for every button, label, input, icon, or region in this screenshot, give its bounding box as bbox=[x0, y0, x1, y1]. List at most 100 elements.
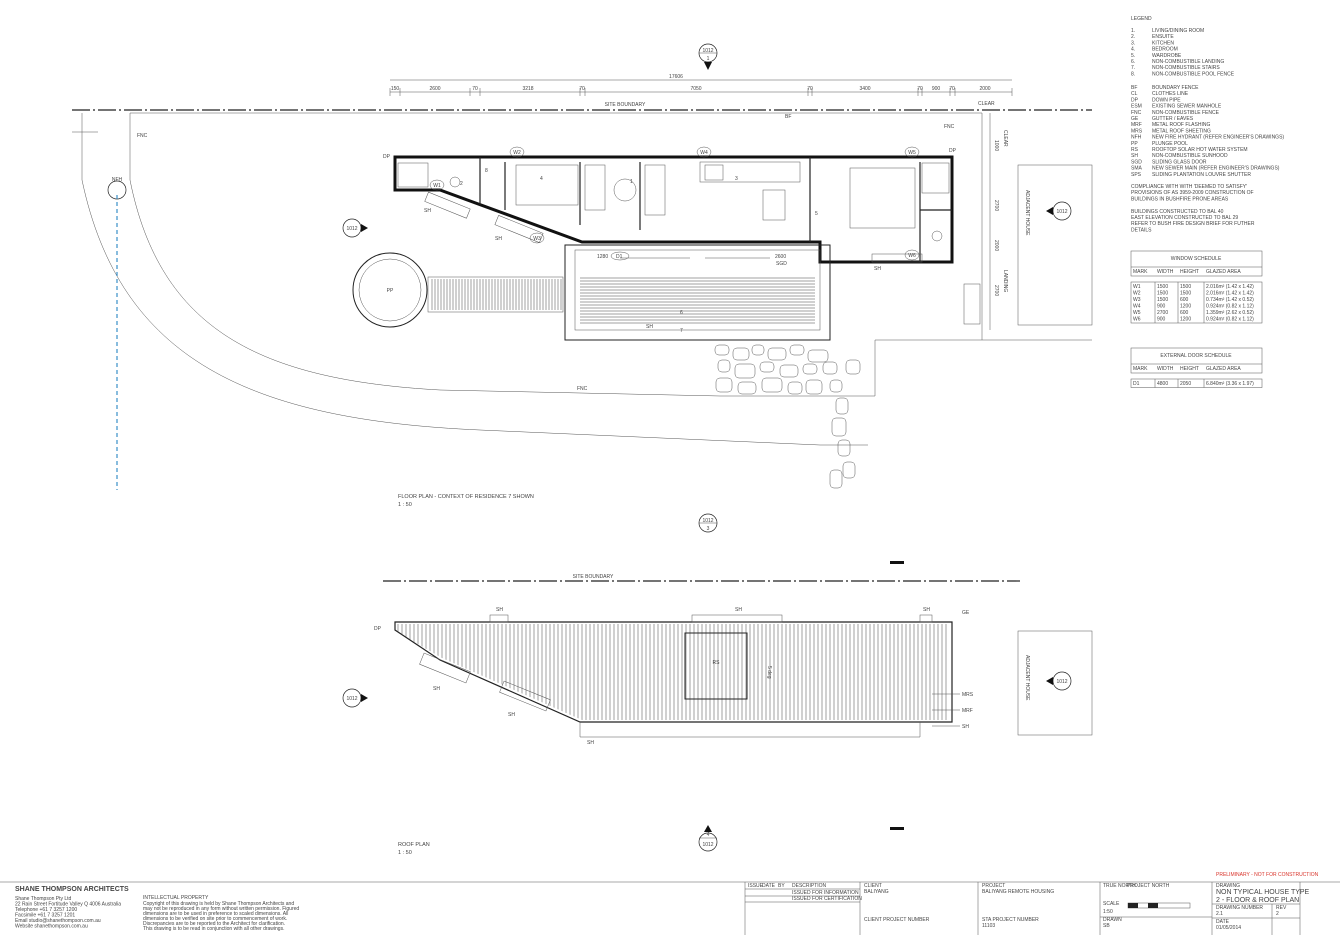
fnc-label-2: FNC bbox=[944, 124, 955, 130]
stepping-stones bbox=[714, 344, 861, 489]
svg-text:4: 4 bbox=[707, 832, 710, 838]
section-tag-bottom: 1012 3 bbox=[698, 513, 718, 533]
dimension-label: 70 bbox=[917, 86, 923, 92]
house-outline bbox=[393, 155, 954, 264]
svg-text:1012: 1012 bbox=[1056, 679, 1067, 685]
legend-key: 6. bbox=[1131, 59, 1135, 65]
copyright-line: This drawing is to be read in conjunctio… bbox=[143, 926, 284, 932]
legend-abbrev-value: METAL ROOF FLASHING bbox=[1152, 122, 1210, 128]
svg-text:DRAWING: DRAWING bbox=[1216, 883, 1240, 889]
legend-abbrev-key: DP bbox=[1131, 97, 1139, 103]
legend-abbrev-key: SMA bbox=[1131, 166, 1143, 172]
legend-value: LIVING/DINING ROOM bbox=[1152, 28, 1204, 34]
schedule-cell: D1 bbox=[1133, 381, 1140, 387]
clear-label: CLEAR bbox=[978, 101, 995, 107]
svg-text:1012: 1012 bbox=[346, 696, 357, 702]
svg-text:GE: GE bbox=[962, 610, 970, 616]
roof-plan: SITE BOUNDARY RS SH SH SH SH SH SH GE DP… bbox=[342, 561, 1093, 856]
svg-text:SH: SH bbox=[735, 607, 742, 613]
revision-header: DATE bbox=[762, 883, 776, 889]
room-number: 5 bbox=[815, 211, 818, 217]
revision-cell: ISSUED FOR CERTIFICATION bbox=[792, 896, 862, 902]
nfh-label: NFH bbox=[112, 177, 123, 183]
d1-label: D1 bbox=[616, 254, 623, 260]
room-number: 2 bbox=[460, 181, 463, 187]
svg-text:7: 7 bbox=[680, 328, 683, 334]
roof-outline bbox=[394, 621, 953, 723]
legend-abbrev-key: NFH bbox=[1131, 135, 1142, 141]
window-tag-label: W3 bbox=[533, 236, 541, 242]
svg-text:WINDOW SCHEDULE: WINDOW SCHEDULE bbox=[1171, 256, 1222, 262]
svg-text:BALIYANG: BALIYANG bbox=[864, 889, 889, 895]
legend-value: BEDROOM bbox=[1152, 47, 1178, 53]
svg-text:PP: PP bbox=[387, 288, 394, 294]
kitchen-bench bbox=[699, 161, 801, 183]
legend-note: BUILDINGS IN BUSHFIRE PRONE AREAS bbox=[1131, 196, 1229, 202]
schedule-cell: 2.016m² (1.42 x 1.42) bbox=[1206, 284, 1254, 290]
svg-text:1280: 1280 bbox=[597, 254, 608, 260]
legend-abbrev-value: DOWN PIPE bbox=[1152, 97, 1181, 103]
svg-text:1012: 1012 bbox=[702, 842, 713, 848]
schedule-cell: 0.924m² (0.82 x 1.12) bbox=[1206, 317, 1254, 323]
svg-text:CLIENT PROJECT NUMBER: CLIENT PROJECT NUMBER bbox=[864, 917, 930, 923]
legend-abbrev-key: MRS bbox=[1131, 128, 1143, 134]
schedule-header: WIDTH bbox=[1157, 269, 1174, 275]
legend-value: ENSUITE bbox=[1152, 34, 1174, 40]
schedule-cell: 1500 bbox=[1157, 291, 1168, 297]
fnc-label-3: FNC bbox=[577, 386, 588, 392]
window-tag bbox=[904, 249, 920, 261]
revision-header: BY bbox=[778, 883, 785, 889]
window-tag-label: W4 bbox=[700, 150, 708, 156]
svg-text:ADJACENT HOUSE: ADJACENT HOUSE bbox=[1024, 655, 1030, 701]
bed-2 bbox=[849, 167, 916, 229]
legend-abbrev-value: NEW SEWER MAIN (REFER ENGINEER'S DRAWING… bbox=[1152, 166, 1280, 172]
svg-text:1: 1 bbox=[707, 56, 710, 62]
schedule-cell: 2.016m² (1.42 x 1.42) bbox=[1206, 291, 1254, 297]
svg-text:TRUE NORTH: TRUE NORTH bbox=[1103, 883, 1136, 889]
svg-text:3: 3 bbox=[707, 526, 710, 532]
revision-header: ISSUE bbox=[748, 883, 764, 889]
legend-note: COMPLIANCE WITH WITH 'DEEMED TO SATISFY' bbox=[1131, 184, 1247, 190]
schedule-header: WIDTH bbox=[1157, 366, 1174, 372]
revision-cell: ISSUED FOR INFORMATION bbox=[792, 890, 859, 896]
svg-text:EXTERNAL DOOR SCHEDULE: EXTERNAL DOOR SCHEDULE bbox=[1160, 353, 1232, 359]
schedule-cell: 1500 bbox=[1157, 284, 1168, 290]
svg-text:SH: SH bbox=[962, 724, 969, 730]
legend-abbrev-value: METAL ROOF SHEETING bbox=[1152, 128, 1211, 134]
legend-value: KITCHEN bbox=[1152, 40, 1174, 46]
section-tag-top: 1012 1 bbox=[698, 43, 718, 70]
roof-tag-bottom: 4 1012 bbox=[698, 825, 718, 852]
legend-key: 3. bbox=[1131, 40, 1135, 46]
svg-text:1012: 1012 bbox=[702, 48, 713, 54]
svg-text:SCALE: SCALE bbox=[1103, 901, 1120, 907]
dimension-label: 7050 bbox=[690, 86, 701, 92]
schedule-header: MARK bbox=[1133, 269, 1148, 275]
legend-key: 2. bbox=[1131, 34, 1135, 40]
schedule-cell: W5 bbox=[1133, 310, 1141, 316]
legend-abbrev-key: BF bbox=[1131, 85, 1137, 91]
roof-tag-right: 1012 bbox=[1046, 671, 1072, 691]
svg-text:2700: 2700 bbox=[993, 285, 999, 296]
dimension-label: 70 bbox=[949, 86, 955, 92]
title-block: SHANE THOMPSON ARCHITECTS Shane Thompson… bbox=[0, 872, 1340, 935]
dimension-label: 3218 bbox=[522, 86, 533, 92]
svg-text:01/05/2014: 01/05/2014 bbox=[1216, 925, 1241, 931]
legend-value: NON-COMBUSTIBLE LANDING bbox=[1152, 59, 1224, 65]
svg-text:1012: 1012 bbox=[346, 226, 357, 232]
copyright-line: dimensions to be verified on site prior … bbox=[143, 916, 287, 922]
svg-text:INTELLECTUAL PROPERTY: INTELLECTUAL PROPERTY bbox=[143, 895, 209, 901]
schedule-header: HEIGHT bbox=[1180, 269, 1199, 275]
legend-abbrev-value: NEW FIRE HYDRANT (REFER ENGINEER'S DRAWI… bbox=[1152, 135, 1284, 141]
schedule-cell: W4 bbox=[1133, 304, 1141, 310]
window-tag-label: W2 bbox=[513, 150, 521, 156]
legend-abbrev-key: GE bbox=[1131, 116, 1139, 122]
legend-abbrev-key: SGD bbox=[1131, 159, 1142, 165]
dimension-label: 2600 bbox=[429, 86, 440, 92]
legend-note: EAST ELEVATION CONSTRUCTED TO BAL 29 bbox=[1131, 215, 1238, 221]
svg-text:DRAWN: DRAWN bbox=[1103, 917, 1122, 923]
firm-detail: Telephone +61 7 3257 1200 bbox=[15, 907, 77, 913]
copyright-line: may not be reproduced in any form withou… bbox=[143, 906, 299, 912]
svg-text:MRS: MRS bbox=[962, 692, 974, 698]
